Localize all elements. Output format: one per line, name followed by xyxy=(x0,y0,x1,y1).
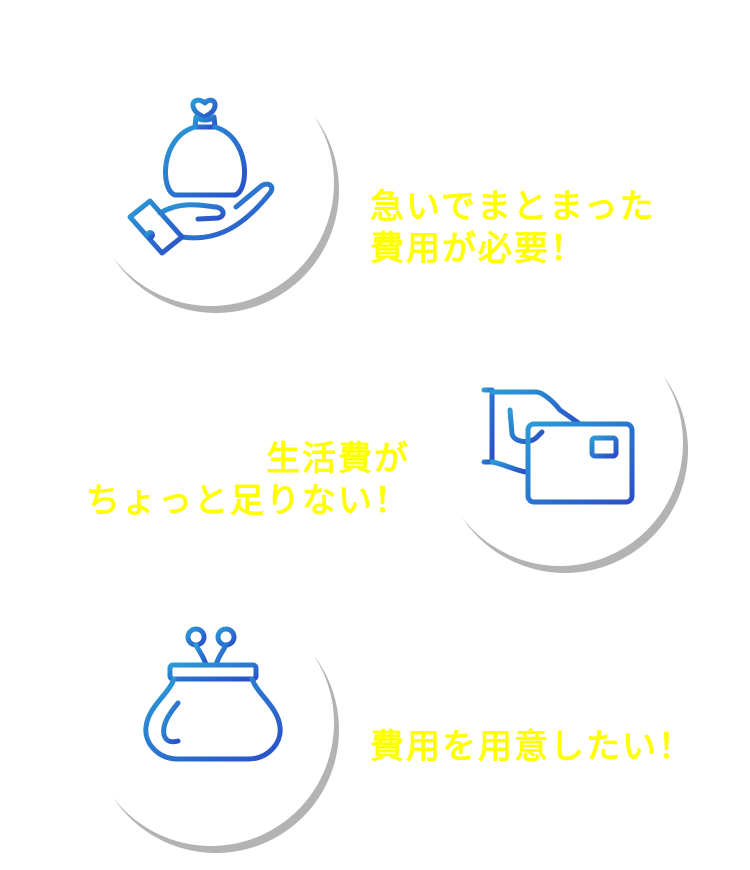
caption-3: 費用を用意したい！ xyxy=(370,726,694,768)
money-bag-hand-icon xyxy=(127,97,275,256)
icon-circle xyxy=(437,320,683,566)
caption-line: 生活費が xyxy=(266,439,410,479)
caption-1: 急いでまとまった 費用が必要！ xyxy=(370,186,656,270)
feature-row-2: 生活費が ちょっと足りない！ xyxy=(0,300,750,600)
feature-row-3: 費用を用意したい！ xyxy=(0,580,750,870)
caption-line: 費用を用意したい！ xyxy=(370,727,694,767)
credit-card-hand-icon xyxy=(481,387,635,505)
caption-line: ちょっと足りない！ xyxy=(86,481,410,521)
icon-circle xyxy=(88,600,334,846)
caption-line: 急いでまとまった xyxy=(370,187,656,227)
caption-line: 費用が必要！ xyxy=(370,229,586,269)
coin-purse-icon xyxy=(143,626,283,762)
caption-2: 生活費が ちょっと足りない！ xyxy=(86,438,410,522)
feature-row-1: 急いでまとまった 費用が必要！ xyxy=(0,0,750,330)
